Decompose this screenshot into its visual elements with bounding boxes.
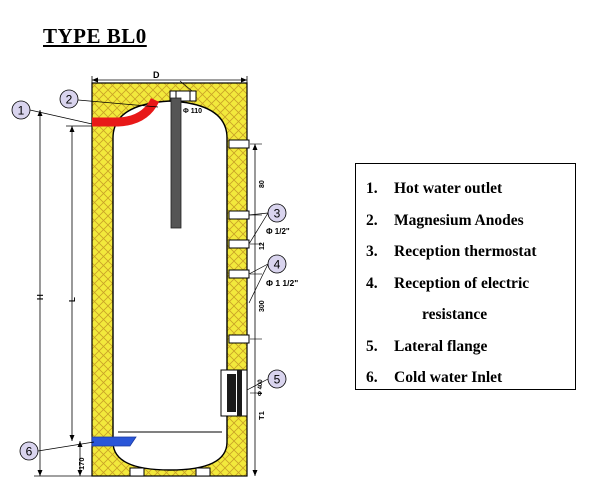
dimension-t1: T1 <box>257 411 266 420</box>
right-dimension-line <box>250 143 262 476</box>
callout-1: 1 <box>11 100 31 120</box>
legend-item-number: 3. <box>366 243 378 260</box>
dimension-l-label: L <box>68 297 77 302</box>
callout-3: 3 <box>267 203 287 223</box>
callout-2: 2 <box>59 89 79 109</box>
legend-item-number: 6. <box>366 369 378 386</box>
callout-5: 5 <box>267 369 287 389</box>
legend-item-label: Reception thermostat <box>394 243 537 260</box>
leader-lines <box>29 99 269 452</box>
dimension-l: L <box>66 125 92 441</box>
legend-item-number: 2. <box>366 211 378 229</box>
dimension-phi-110: Φ 110 <box>183 108 202 115</box>
legend-item: 6. Cold water Inlet <box>366 362 575 394</box>
callout-4-number: 4 <box>274 258 281 272</box>
legend-item: 3. Reception thermostat <box>366 236 575 268</box>
lateral-flange <box>220 369 248 417</box>
legend-item-label: Hot water outlet <box>394 180 503 197</box>
legend-item: 5. Lateral flange <box>366 331 575 363</box>
legend-item-label: Magnesium Anodes <box>394 211 524 229</box>
legend-item-label: Reception of electric <box>394 274 530 292</box>
callout-6: 6 <box>19 441 39 461</box>
cold-water-inlet-pipe <box>91 436 137 447</box>
dimension-170: 170 <box>77 441 86 476</box>
dimension-h-label: H <box>36 294 45 300</box>
dimension-170-label: 170 <box>77 457 86 470</box>
legend-item-number: 4. <box>366 274 378 292</box>
legend-item-label: Lateral flange <box>394 337 488 355</box>
side-fittings <box>228 139 250 344</box>
legend-item: 4. Reception of electric <box>366 268 575 300</box>
top-fitting-leader <box>179 80 193 92</box>
dimension-h: H <box>34 110 92 477</box>
dimension-12: 12 <box>259 242 266 250</box>
support-legs <box>129 467 211 477</box>
tank-body <box>112 100 228 471</box>
callout-3-number: 3 <box>274 207 281 221</box>
dimension-d: D <box>91 70 248 84</box>
legend-item-continuation: resistance <box>422 306 488 323</box>
dimension-400: Φ 400 <box>258 379 264 396</box>
callout-2-number: 2 <box>66 93 73 107</box>
magnesium-anode <box>170 97 182 229</box>
legend-list: 1. Hot water outlet 2. Magnesium Anodes 3.… <box>356 164 575 394</box>
hot-water-outlet-pipe <box>92 97 160 127</box>
legend-item-number: 1. <box>366 180 378 197</box>
dimension-phi-one-half: Φ 1 1/2" <box>266 278 298 288</box>
legend-item: 1. Hot water outlet <box>366 173 575 205</box>
callout-1-number: 1 <box>18 104 25 118</box>
callout-4: 4 <box>267 254 287 274</box>
callout-6-number: 6 <box>26 445 33 459</box>
legend-item-label: Cold water Inlet <box>394 369 503 386</box>
dimension-phi-half: Φ 1/2" <box>266 227 290 236</box>
callout-5-number: 5 <box>274 373 281 387</box>
legend-item: 2. Magnesium Anodes <box>366 205 575 237</box>
legend-item-number: 5. <box>366 337 378 355</box>
legend-box: 1. Hot water outlet 2. Magnesium Anodes 3.… <box>355 163 576 390</box>
dimension-300: 300 <box>259 300 266 312</box>
dimension-80: 80 <box>259 180 266 188</box>
page-title: TYPE BL0 <box>43 24 147 48</box>
dimension-d-label: D <box>153 70 160 80</box>
